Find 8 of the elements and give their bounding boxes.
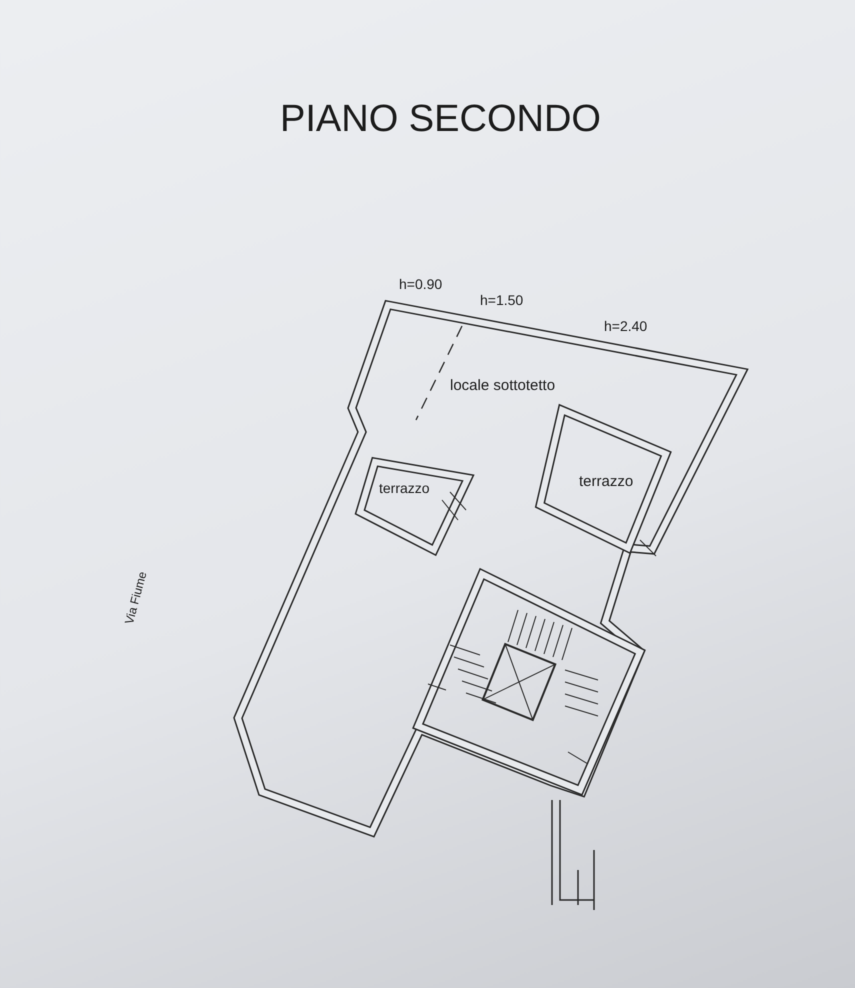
plan-label: terrazzo [379, 480, 430, 496]
plan-label: h=2.40 [604, 318, 648, 334]
plan-label: h=1.50 [480, 292, 524, 308]
plan-label: terrazzo [579, 473, 634, 490]
plan-title: PIANO SECONDO [280, 98, 601, 141]
street-name: Via Fiume [122, 570, 150, 626]
plan-label: locale sottotetto [450, 377, 556, 394]
plan-label: h=0.90 [399, 276, 442, 292]
